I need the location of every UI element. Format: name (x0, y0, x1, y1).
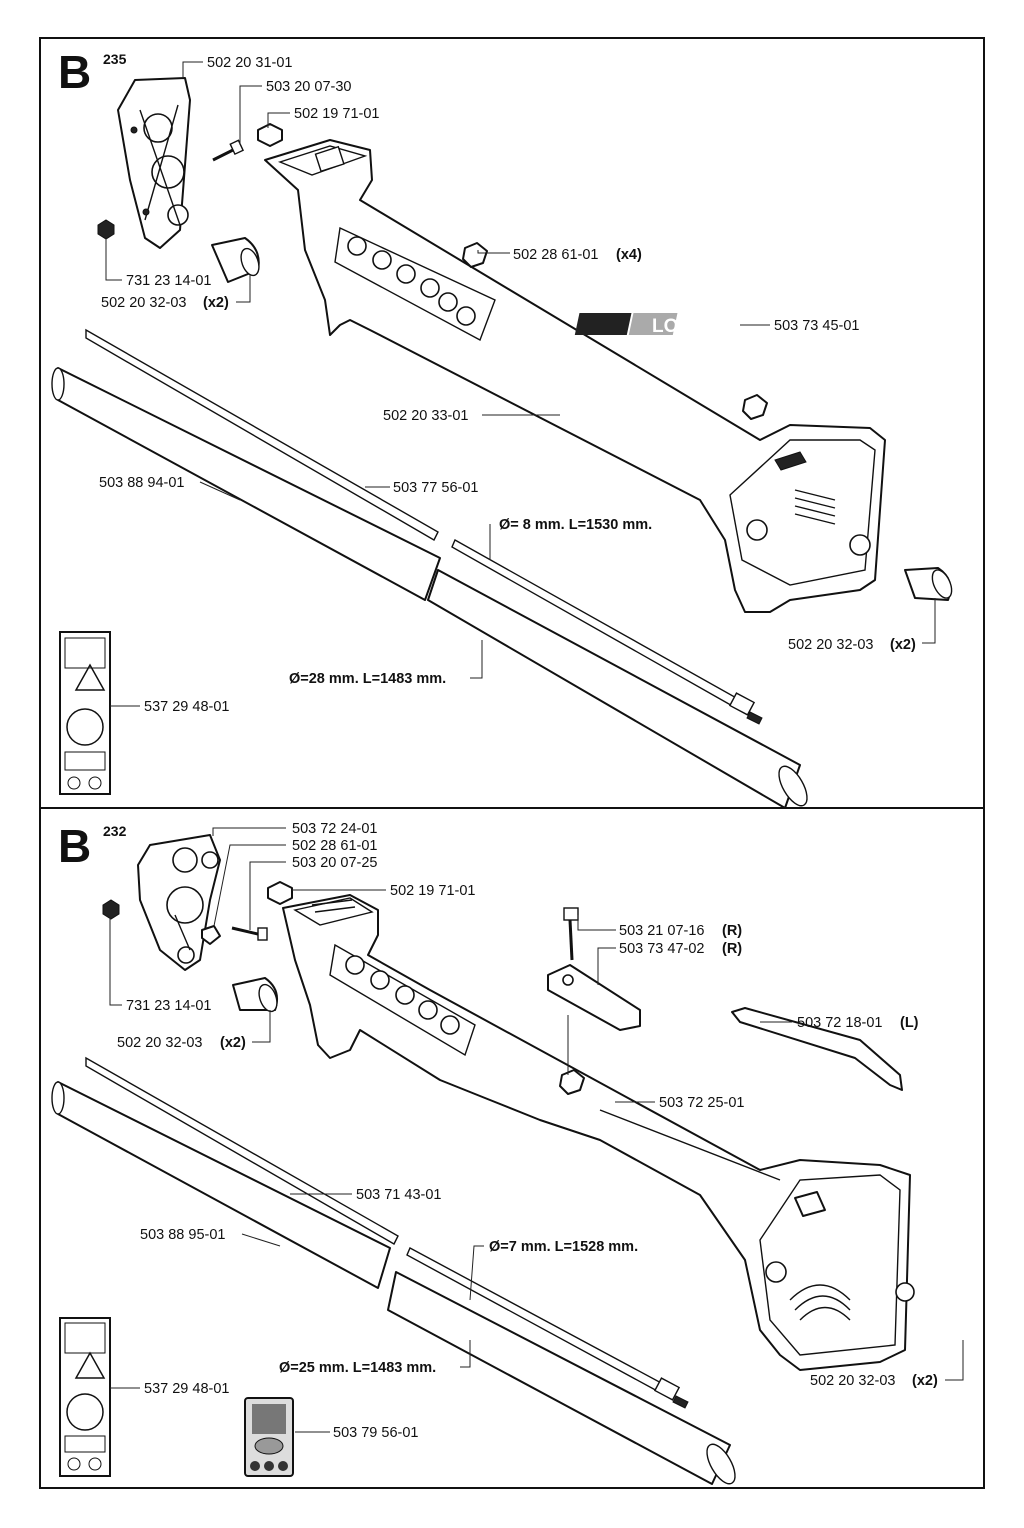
tag-label: (L) (900, 1015, 919, 1031)
nut (102, 899, 120, 920)
throttle-bracket (547, 964, 641, 1031)
part-label: 503 88 95-01 (140, 1227, 225, 1243)
diagram-frame (39, 37, 985, 1489)
part-label: 502 19 71-01 (390, 883, 475, 899)
part-label: 503 72 18-01 (797, 1015, 882, 1031)
part-label: 502 28 61-01 (292, 838, 377, 854)
part-label: 503 21 07-16 (619, 923, 704, 939)
shaft-housing (264, 139, 886, 613)
part-label: 502 20 32-03 (788, 637, 873, 653)
part-label: 503 71 43-01 (356, 1187, 441, 1203)
handle-bracket (117, 77, 191, 249)
housing-clip (462, 242, 488, 268)
quantity-label: (x2) (912, 1373, 938, 1389)
trimmer-head-decal (244, 1397, 294, 1477)
part-label: 503 20 07-25 (292, 855, 377, 871)
end-cap (211, 237, 260, 283)
handle-bracket (137, 834, 221, 971)
square-clip (267, 881, 293, 905)
warning-decal (59, 631, 111, 795)
model-number: 235 (103, 51, 127, 67)
part-label: 731 23 14-01 (126, 998, 211, 1014)
outer-tube (51, 367, 808, 809)
screw (231, 926, 268, 941)
quantity-label: (x2) (203, 295, 229, 311)
part-label: 537 29 48-01 (144, 699, 229, 715)
screw (212, 139, 244, 162)
part-label: 502 20 32-03 (810, 1373, 895, 1389)
square-clip (257, 123, 283, 147)
warning-decal (59, 1317, 111, 1477)
shaft-housing (282, 894, 915, 1371)
section-232: B 232 (51, 820, 964, 1485)
part-label: 503 73 47-02 (619, 941, 704, 957)
bolt (563, 907, 579, 961)
quantity-label: (x2) (220, 1035, 246, 1051)
part-label: 502 20 32-03 (101, 295, 186, 311)
part-label: 503 73 45-01 (774, 318, 859, 334)
housing-clip (559, 1069, 585, 1095)
drive-shaft (85, 328, 763, 725)
part-label: 503 20 07-30 (266, 79, 351, 95)
end-cap (232, 977, 278, 1013)
part-label: 502 19 71-01 (294, 106, 379, 122)
section-letter: B (58, 46, 91, 98)
lowvib-logo: LOWVIB (574, 313, 728, 337)
part-label: 502 20 32-03 (117, 1035, 202, 1051)
part-label: 503 88 94-01 (99, 475, 184, 491)
tag-label: (R) (722, 923, 742, 939)
leader-lines (109, 827, 964, 1433)
section-235: B 235 (51, 46, 953, 809)
nut (97, 219, 115, 240)
part-label: 503 72 24-01 (292, 821, 377, 837)
outer-tube (51, 1081, 736, 1485)
part-label: 503 77 56-01 (393, 480, 478, 496)
dimension-label: Ø=25 mm. L=1483 mm. (279, 1360, 436, 1376)
dimension-label: Ø=28 mm. L=1483 mm. (289, 671, 446, 687)
quantity-label: (x4) (616, 247, 642, 263)
quantity-label: (x2) (890, 637, 916, 653)
throttle-cable (731, 1007, 903, 1091)
part-label: 731 23 14-01 (126, 273, 211, 289)
part-label: 503 79 56-01 (333, 1425, 418, 1441)
leader-lines (105, 61, 936, 707)
dimension-label: Ø=7 mm. L=1528 mm. (489, 1239, 638, 1255)
section-letter: B (58, 820, 91, 872)
logo-text: LOWVIB (652, 316, 728, 337)
housing-clip (742, 394, 768, 420)
part-label: 503 72 25-01 (659, 1095, 744, 1111)
tag-label: (R) (722, 941, 742, 957)
dimension-label: Ø= 8 mm. L=1530 mm. (499, 517, 652, 533)
end-cap (904, 567, 953, 601)
part-label: 502 20 31-01 (207, 55, 292, 71)
part-label: 537 29 48-01 (144, 1381, 229, 1397)
part-label: 502 28 61-01 (513, 247, 598, 263)
model-number: 232 (103, 823, 127, 839)
part-label: 502 20 33-01 (383, 408, 468, 424)
